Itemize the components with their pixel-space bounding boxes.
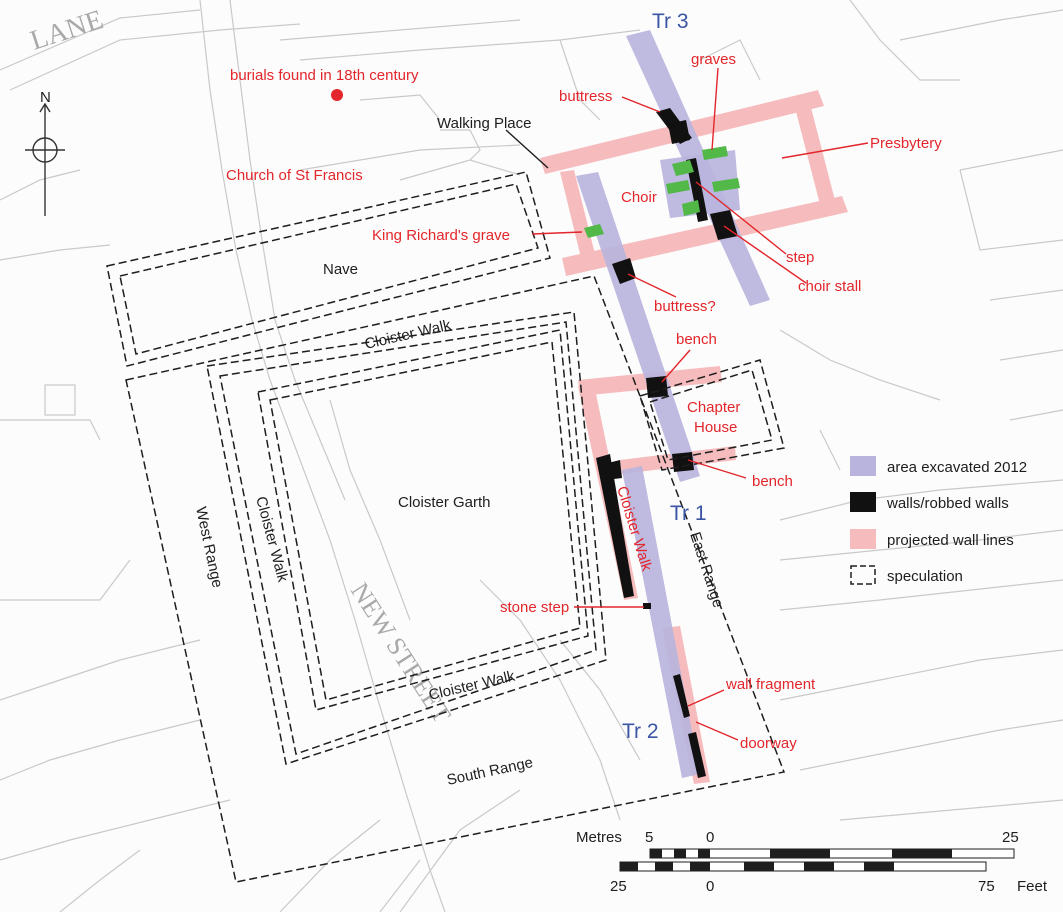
scale-feet-tick-0: 0 [706, 878, 714, 895]
black-labels: Walking Place Nave Cloister Walk Cloiste… [192, 115, 727, 789]
label-east-range: East Range [686, 530, 726, 610]
label-tr3: Tr 3 [652, 10, 689, 33]
scale-feet-tick-25: 25 [610, 878, 627, 895]
label-buttress: buttress [559, 88, 612, 105]
label-nave: Nave [323, 261, 358, 278]
scale-metres-tick-5: 5 [645, 829, 653, 846]
label-tr2: Tr 2 [622, 720, 659, 743]
label-walking-place: Walking Place [437, 115, 531, 132]
legend-swatch-walls [850, 492, 876, 512]
scale-metres-tick-25: 25 [1002, 829, 1019, 846]
trench-labels: Tr 3 Tr 1 Tr 2 [622, 10, 707, 743]
street-name-lane: LANE [27, 4, 108, 57]
label-bench-top: bench [676, 331, 717, 348]
label-stone-step: stone step [500, 599, 569, 616]
legend-swatch-excavated [850, 456, 876, 476]
legend-label-projected: projected wall lines [887, 532, 1014, 549]
speculation-lines [106, 171, 786, 883]
label-cloister-walk-south: Cloister Walk [427, 667, 517, 703]
red-labels: burials found in 18th century buttress g… [226, 51, 942, 752]
legend: area excavated 2012 walls/robbed walls p… [850, 456, 1027, 585]
label-tr1: Tr 1 [670, 502, 707, 525]
legend-label-walls: walls/robbed walls [886, 495, 1009, 512]
graves [584, 146, 740, 238]
label-west-range: West Range [192, 505, 226, 589]
legend-label-excavated: area excavated 2012 [887, 459, 1027, 476]
scale-metres-label: Metres [576, 829, 622, 846]
label-bench-bottom: bench [752, 473, 793, 490]
label-king-grave: King Richard's grave [372, 227, 510, 244]
label-choir: Choir [621, 189, 657, 206]
north-label: N [40, 89, 51, 106]
legend-swatch-projected [850, 529, 876, 549]
label-step: step [786, 249, 814, 266]
legend-swatch-speculation [850, 565, 876, 585]
street-name-new-street: NEW STREET [345, 577, 457, 728]
label-church: Church of St Francis [226, 167, 363, 184]
label-cloister-walk-north: Cloister Walk [363, 316, 453, 352]
label-cloister-garth: Cloister Garth [398, 494, 491, 511]
scale-feet-label: Feet [1017, 878, 1048, 895]
label-chapter-house-2: House [694, 419, 737, 436]
burials-marker [331, 89, 343, 101]
label-graves: graves [691, 51, 736, 68]
label-choir-stall: choir stall [798, 278, 861, 295]
legend-label-speculation: speculation [887, 568, 963, 585]
leader-lines [505, 67, 869, 741]
north-arrow: N [25, 89, 65, 216]
label-chapter-house-1: Chapter [687, 399, 740, 416]
label-wall-fragment: wall fragment [725, 676, 816, 693]
label-doorway: doorway [740, 735, 797, 752]
scale-bar: Metres 5 0 25 25 0 75 Feet [576, 829, 1048, 895]
trench-1 [576, 172, 700, 482]
label-south-range: South Range [445, 754, 534, 789]
label-burials: burials found in 18th century [230, 67, 419, 84]
label-presbytery: Presbytery [870, 135, 942, 152]
label-buttress-q: buttress? [654, 298, 716, 315]
scale-feet-tick-75: 75 [978, 878, 995, 895]
scale-metres-tick-0: 0 [706, 829, 714, 846]
